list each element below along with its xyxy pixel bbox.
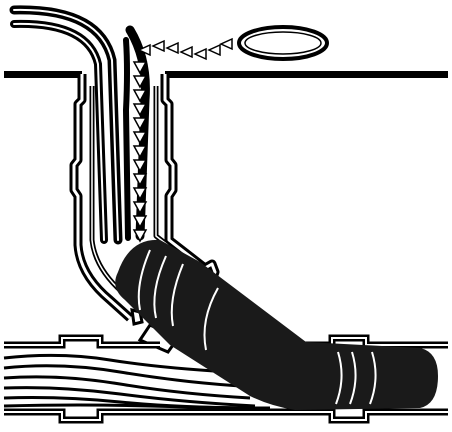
arrowhead-icon xyxy=(167,43,178,53)
arrowhead-icon xyxy=(195,49,206,59)
air-flow-arrows xyxy=(134,39,232,241)
inversion-liner xyxy=(115,240,438,410)
arrowhead-icon xyxy=(153,41,164,51)
arrowhead-icon xyxy=(221,39,232,49)
ground-surface xyxy=(4,71,448,78)
arrowhead-icon xyxy=(209,45,220,55)
inflation-bag xyxy=(239,27,327,59)
arrowhead-icon xyxy=(181,47,192,57)
